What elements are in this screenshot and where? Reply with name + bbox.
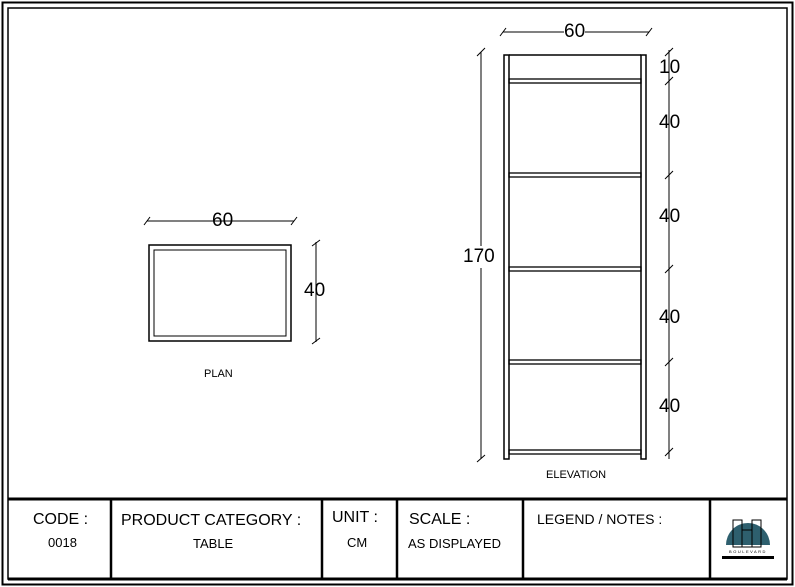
code-label: CODE : bbox=[33, 511, 89, 528]
scale-label: SCALE : bbox=[409, 511, 471, 528]
plan-width-label: 60 bbox=[212, 210, 234, 231]
elevation-height-label: 170 bbox=[463, 246, 495, 268]
segment-label: 40 bbox=[659, 307, 681, 328]
elevation-view bbox=[476, 27, 674, 463]
plan-view bbox=[143, 216, 321, 345]
title-block bbox=[8, 497, 787, 581]
elevation-width-label: 60 bbox=[564, 21, 586, 43]
category-label: PRODUCT CATEGORY : bbox=[121, 512, 302, 529]
category-value: TABLE bbox=[193, 536, 234, 551]
unit-value: CM bbox=[347, 535, 368, 550]
segment-label: 40 bbox=[659, 206, 681, 227]
segment-label: 40 bbox=[659, 396, 681, 417]
elevation-caption: ELEVATION bbox=[546, 469, 607, 481]
scale-value: AS DISPLAYED bbox=[408, 536, 501, 551]
boulevard-logo: BOULEVARD bbox=[722, 519, 774, 559]
segment-label: 10 bbox=[659, 57, 681, 78]
plan-depth-label: 40 bbox=[304, 280, 326, 301]
unit-label: UNIT : bbox=[332, 509, 378, 526]
segment-label: 40 bbox=[659, 112, 681, 133]
inner-border bbox=[7, 7, 788, 580]
plan-caption: PLAN bbox=[204, 368, 233, 380]
svg-text:BOULEVARD: BOULEVARD bbox=[729, 549, 767, 554]
code-value: 0018 bbox=[48, 535, 77, 550]
legend-label: LEGEND / NOTES : bbox=[537, 511, 663, 527]
